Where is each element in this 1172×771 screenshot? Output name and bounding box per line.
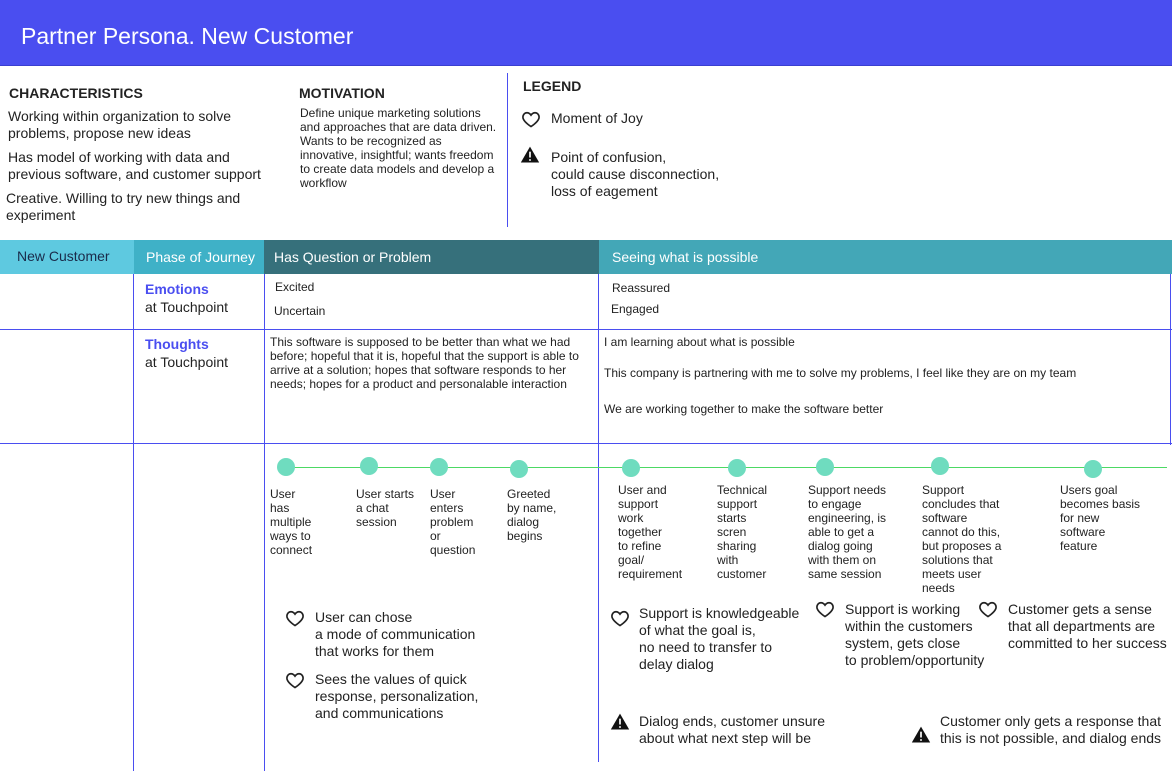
thought-text: We are working together to make the soft… <box>604 402 884 416</box>
confusion-moment: Dialog ends, customer unsure about what … <box>639 713 825 746</box>
confusion-moment: Customer only gets a response that this … <box>940 713 1162 746</box>
motivation-text: Define unique marketing solutions and ap… <box>300 106 497 190</box>
timeline-dot <box>931 457 949 475</box>
warning-icon <box>610 713 630 730</box>
thoughts-label: Thoughts <box>145 336 209 352</box>
heart-icon <box>522 111 540 128</box>
emotion-item: Excited <box>275 280 315 294</box>
heart-icon <box>979 601 997 618</box>
step-label: Support needs to engage engineering, is … <box>808 483 887 581</box>
phase2-label: Seeing what is possible <box>612 249 759 265</box>
timeline-line <box>286 467 1167 468</box>
characteristic-item: Working within organization to solve pro… <box>8 108 232 141</box>
heart-icon <box>286 610 304 627</box>
persona-band: New Customer <box>0 240 134 274</box>
thoughts-sublabel: at Touchpoint <box>145 354 229 370</box>
step-label: Support concludes that software cannot d… <box>922 483 1002 595</box>
grid-line <box>598 274 599 762</box>
characteristic-item: Has model of working with data and previ… <box>8 149 261 182</box>
step-label: User and support work together to refine… <box>618 483 683 581</box>
heart-icon <box>816 601 834 618</box>
heart-icon <box>611 610 629 627</box>
joy-moment: Support is knowledgeable of what the goa… <box>639 605 800 672</box>
timeline-dot <box>1084 460 1102 478</box>
motivation-heading: MOTIVATION <box>299 85 385 101</box>
grid-line <box>133 274 134 771</box>
warning-icon <box>911 726 931 743</box>
step-label: User starts a chat session <box>356 487 415 529</box>
legend-divider <box>507 73 508 227</box>
legend-joy-label: Moment of Joy <box>551 110 643 126</box>
page-header <box>0 0 1172 66</box>
phase1-label: Has Question or Problem <box>274 249 432 265</box>
grid-line <box>1170 274 1171 445</box>
characteristic-item: Creative. Willing to try new things and … <box>6 190 241 223</box>
phase-label: Phase of Journey <box>146 249 255 265</box>
step-label: User enters problem or question <box>430 487 476 557</box>
legend-confusion-label: Point of confusion, could cause disconne… <box>551 149 720 199</box>
joy-moment: Support is working within the customers … <box>845 601 985 668</box>
phase2-band: Seeing what is possible <box>599 240 1172 274</box>
emotion-item: Engaged <box>611 302 660 316</box>
legend-heading: LEGEND <box>523 78 582 94</box>
warning-icon <box>520 146 540 163</box>
heart-icon <box>286 672 304 689</box>
joy-moment: Customer gets a sense that all departmen… <box>1008 601 1167 651</box>
phase-band: Phase of Journey <box>134 240 264 274</box>
timeline-dot <box>430 458 448 476</box>
timeline-dot <box>622 459 640 477</box>
grid-line <box>264 274 265 771</box>
emotions-sublabel: at Touchpoint <box>145 299 229 315</box>
persona-label: New Customer <box>17 248 110 264</box>
characteristics-heading: CHARACTERISTICS <box>9 85 143 101</box>
step-label: User has multiple ways to connect <box>270 487 313 557</box>
grid-line <box>0 443 1172 444</box>
thought-text: I am learning about what is possible <box>604 335 795 349</box>
thought-text: This software is supposed to be better t… <box>270 335 579 391</box>
thought-text: This company is partnering with me to so… <box>604 366 1077 380</box>
joy-moment: Sees the values of quick response, perso… <box>315 671 479 721</box>
step-label: Users goal becomes basis for new softwar… <box>1060 483 1141 553</box>
timeline-dot <box>816 458 834 476</box>
joy-moment: User can chose a mode of communication t… <box>315 609 476 659</box>
timeline-dot <box>360 457 378 475</box>
timeline-dot <box>277 458 295 476</box>
emotion-item: Reassured <box>612 281 671 295</box>
grid-line <box>0 329 1172 330</box>
phase1-band: Has Question or Problem <box>264 240 599 274</box>
timeline-dot <box>510 460 528 478</box>
page-title: Partner Persona. New Customer <box>21 23 354 49</box>
step-label: Greeted by name, dialog begins <box>507 487 557 543</box>
emotions-label: Emotions <box>145 281 209 297</box>
step-label: Technical support starts scren sharing w… <box>717 483 768 581</box>
emotion-item: Uncertain <box>274 304 326 318</box>
timeline-dot <box>728 459 746 477</box>
